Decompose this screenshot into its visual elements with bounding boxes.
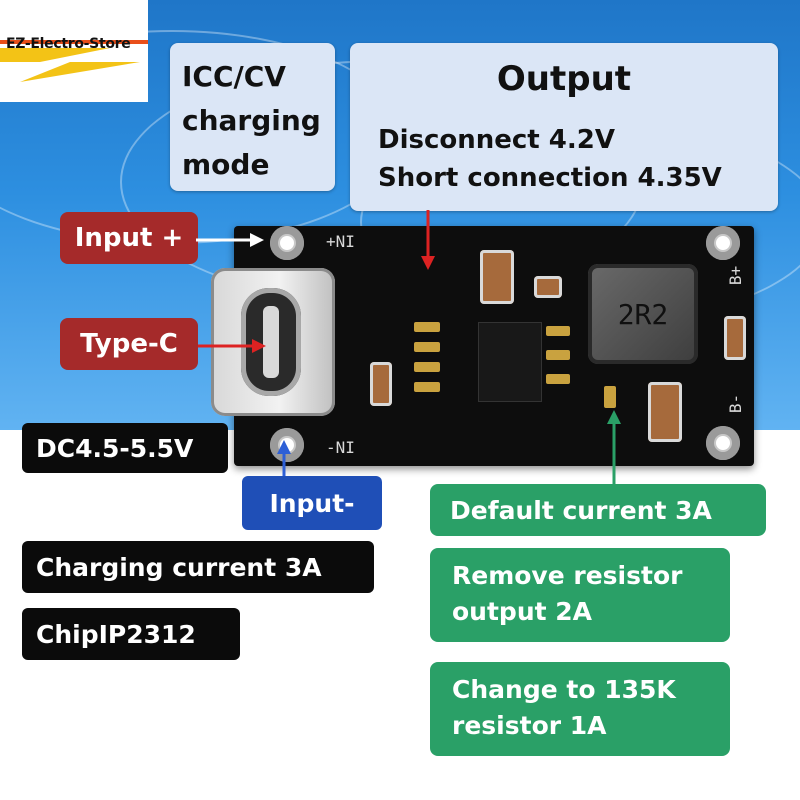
- resistor: [414, 382, 440, 392]
- capacitor: [534, 276, 562, 298]
- output-line-1: Disconnect 4.2V: [378, 125, 615, 155]
- mode-box: ICC/CV charging mode: [170, 43, 335, 191]
- change-resistor-label: Change to 135K resistor 1A: [430, 662, 730, 756]
- battery-minus-pad: [706, 426, 740, 460]
- output-box: Output Disconnect 4.2V Short connection …: [350, 43, 778, 211]
- arrow-to-output: [421, 210, 435, 270]
- type-c-label: Type-C: [60, 318, 198, 370]
- resistor: [414, 322, 440, 332]
- resistor: [546, 326, 570, 336]
- silk-n-plus: +NI: [326, 232, 355, 251]
- resistor: [414, 362, 440, 372]
- usb-c-connector: [211, 268, 335, 416]
- usb-c-tongue: [263, 306, 279, 378]
- default-current-label: Default current 3A: [430, 484, 766, 536]
- capacitor: [648, 382, 682, 442]
- store-logo: EZ-Electro-Store: [0, 0, 148, 102]
- lightning-bolt-icon: [0, 40, 148, 82]
- usb-c-port-icon: [241, 288, 301, 396]
- dc-range-label: DC4.5-5.5V: [22, 423, 228, 473]
- capacitor: [480, 250, 514, 304]
- ic-chip: [478, 322, 542, 402]
- capacitor: [724, 316, 746, 360]
- mode-text: ICC/CV charging mode: [182, 60, 321, 181]
- input-plus-pad: [270, 226, 304, 260]
- current-set-resistor: [604, 386, 616, 408]
- arrow-to-current-resistor: [607, 410, 621, 486]
- capacitor: [370, 362, 392, 406]
- charging-current-label: Charging current 3A: [22, 541, 374, 593]
- resistor: [546, 350, 570, 360]
- silk-b-plus: B+: [726, 265, 746, 286]
- arrow-to-input-plus: [196, 233, 264, 247]
- chip-label: ChipIP2312: [22, 608, 240, 660]
- output-title: Output: [496, 59, 632, 99]
- input-minus-label: Input-: [242, 476, 382, 530]
- output-line-2: Short connection 4.35V: [378, 163, 722, 193]
- inductor: 2R2: [588, 264, 698, 364]
- resistor: [546, 374, 570, 384]
- logo-text: EZ-Electro-Store: [6, 36, 131, 52]
- arrow-to-type-c: [198, 339, 266, 353]
- battery-plus-pad: [706, 226, 740, 260]
- resistor: [414, 342, 440, 352]
- inductor-code: 2R2: [617, 298, 669, 331]
- input-plus-label: Input +: [60, 212, 198, 264]
- silk-b-minus: B-: [726, 393, 746, 414]
- silk-n-minus: -NI: [326, 438, 355, 457]
- remove-resistor-label: Remove resistor output 2A: [430, 548, 730, 642]
